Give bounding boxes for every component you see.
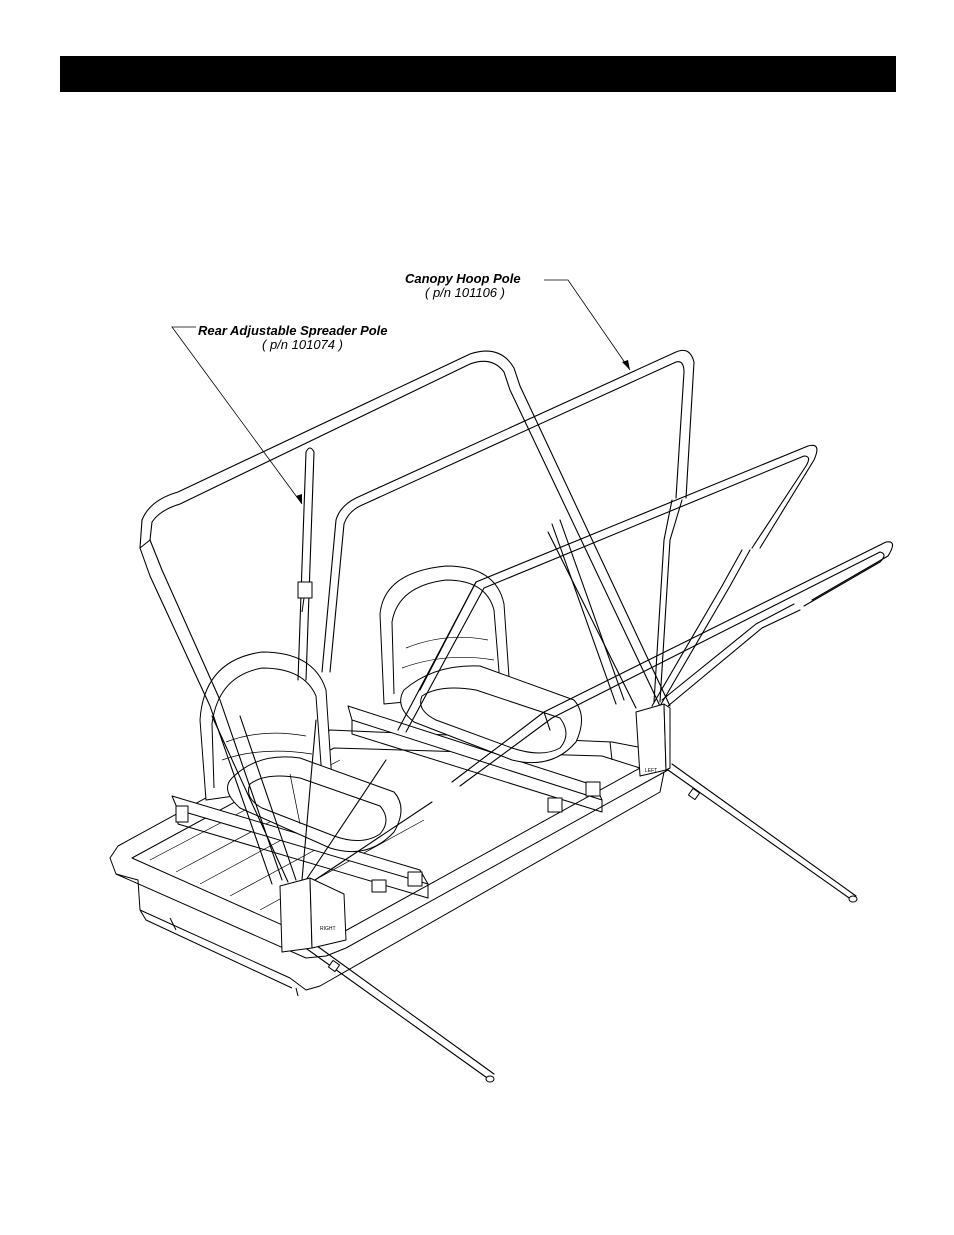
diagonal-spreaders xyxy=(211,715,433,883)
canopy-hoop-pole-label: Canopy Hoop Pole xyxy=(405,271,521,286)
left-bracket-label: LEFT xyxy=(645,768,657,774)
ground-poles xyxy=(299,763,858,1083)
canopy-hoop-pole-part-number: ( p/n 101106 ) xyxy=(425,285,505,300)
rear-spreader-pole-part-number: ( p/n 101074 ) xyxy=(262,337,343,352)
front-hoop-pole xyxy=(451,541,894,787)
canopy-hoop-pole xyxy=(321,349,695,709)
right-bracket: RIGHT xyxy=(279,877,347,953)
rear-spreader-pole-label: Rear Adjustable Spreader Pole xyxy=(198,323,388,338)
middle-hoop-pole xyxy=(397,444,818,733)
left-bracket: LEFT xyxy=(635,703,671,777)
callout-leaders xyxy=(171,279,631,505)
rear-spreader-pole xyxy=(297,447,315,681)
header-bar xyxy=(60,56,896,92)
rear-frame xyxy=(139,350,671,885)
right-bracket-label: RIGHT xyxy=(320,926,336,932)
